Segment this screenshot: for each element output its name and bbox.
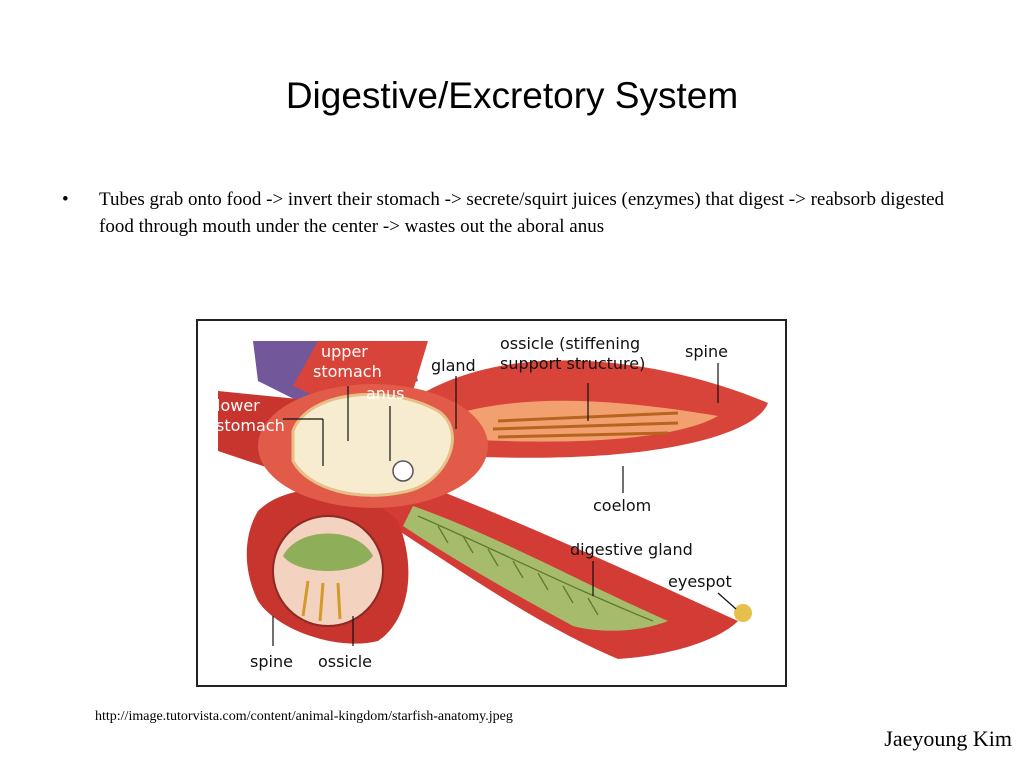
label-digestive-gland: digestive gland [570, 540, 693, 559]
label-upper-stomach: stomach [313, 362, 382, 381]
tube-feet [301, 580, 342, 622]
label-ossicle-bottom: ossicle [318, 652, 372, 671]
label-spine-top: spine [685, 342, 728, 361]
anus-opening [392, 460, 414, 482]
label-ossicle-support: support structure) [500, 354, 645, 373]
arm-interior [448, 400, 718, 442]
label-lower: lower [216, 396, 260, 415]
leader-lines [272, 363, 737, 646]
label-anus: anus [366, 384, 404, 403]
cross-gland [283, 533, 373, 571]
bullet-list: • Tubes grab onto food -> invert their s… [62, 186, 962, 240]
bullet-text: Tubes grab onto food -> invert their sto… [99, 189, 945, 237]
slide-title: Digestive/Excretory System [285, 75, 739, 116]
label-eyespot: eyespot [668, 572, 732, 591]
eyespot-mark [734, 604, 752, 622]
label-spine-bottom: spine [250, 652, 293, 671]
label-upper: upper [321, 342, 368, 361]
label-coelom: coelom [593, 496, 651, 515]
label-lower-stomach: stomach [216, 416, 285, 435]
image-source-caption: http://image.tutorvista.com/content/anim… [95, 709, 513, 724]
starfish-illustration: upper stomach anus gland ossicle (stiffe… [216, 334, 768, 671]
author-name: Jaeyoung Kim [884, 726, 1012, 751]
gland-veins [417, 515, 654, 622]
starfish-anatomy-diagram: upper stomach anus gland ossicle (stiffe… [196, 319, 787, 687]
bullet-item: • Tubes grab onto food -> invert their s… [62, 186, 962, 240]
label-ossicle-top: ossicle (stiffening [500, 334, 640, 353]
label-gland: gland [431, 356, 476, 375]
stomach [291, 393, 454, 497]
bullet-mark: • [62, 189, 69, 210]
